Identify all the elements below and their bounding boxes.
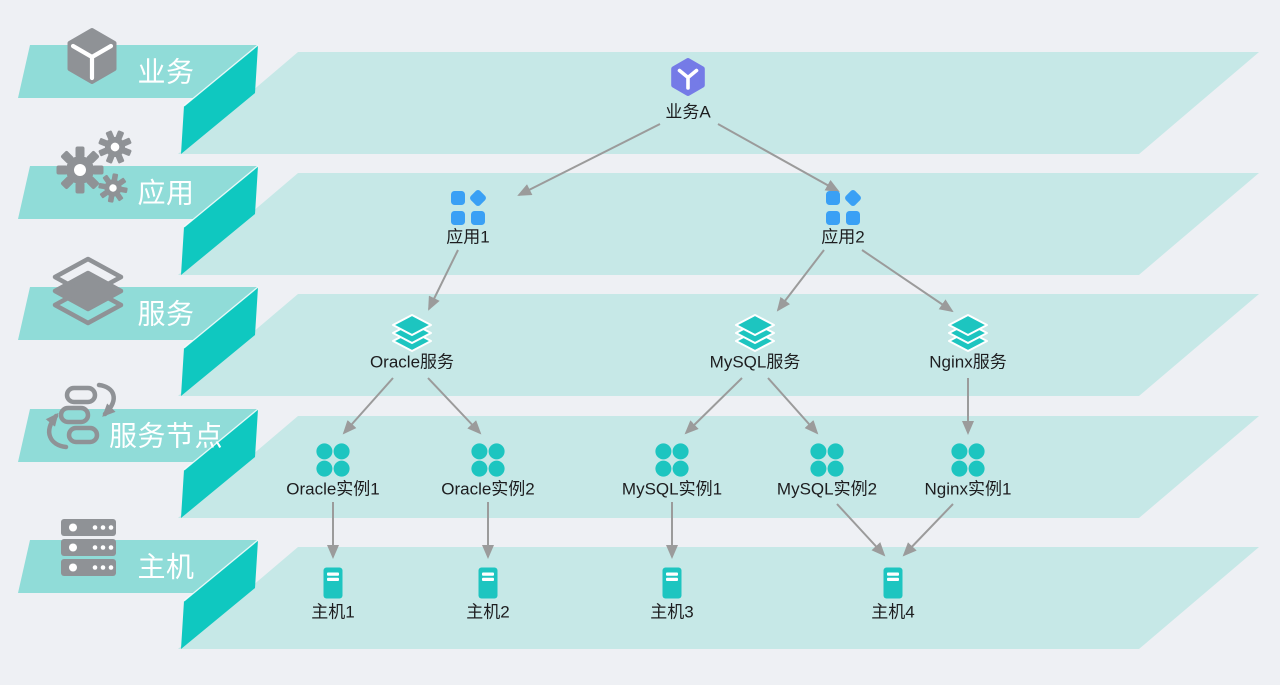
layer-business: 业务 [18,28,1259,154]
workflow-icon [45,382,116,450]
edges [327,123,974,559]
edge-mysqlinst2-host4 [836,503,886,557]
layer-label: 服务节点 [109,421,223,452]
node-label: MySQL服务 [710,353,801,372]
hexagon-cube-icon [674,61,703,94]
layer-label: 服务 [137,299,194,330]
node-host3[interactable]: 主机3 [650,567,694,622]
host-icon [883,567,903,599]
node-app1[interactable]: 应用1 [446,188,490,247]
edge-app2-mysql [776,249,825,312]
edge-app1-oracle [428,249,459,311]
host-icon [323,567,343,599]
layer-service: 服务 [18,256,1259,396]
layer-band [178,416,1259,518]
fold-highlight [183,539,259,602]
node-mysql-instance2[interactable]: MySQL实例2 [777,443,877,499]
node-oracle-instance2[interactable]: Oracle实例2 [441,443,535,499]
layer-label: 应用 [137,178,194,209]
node-label: Oracle实例1 [286,480,380,499]
node-mysql-instance1[interactable]: MySQL实例1 [622,443,722,499]
edge-app2-nginx [861,249,954,313]
node-host4[interactable]: 主机4 [871,567,915,622]
node-label: 主机3 [650,603,693,622]
node-app2[interactable]: 应用2 [821,188,865,247]
edge-oracle-inst2 [427,377,482,435]
node-label: MySQL实例2 [777,480,877,499]
layer-tab-fold [181,166,258,275]
node-nginx-service[interactable]: Nginx服务 [929,314,1007,372]
layer-tab-fold [181,287,258,396]
layer-service-node: 服务节点 [18,382,1259,518]
edge-businessA-app1 [517,123,661,196]
node-label: 应用1 [446,228,489,247]
fold-highlight [183,286,259,349]
server-icon [61,519,116,576]
layer-band [178,52,1259,154]
layer-label: 主机 [137,552,194,583]
node-oracle-service[interactable]: Oracle服务 [370,314,454,372]
cube-icon [67,28,117,84]
nodes: 业务A 应用1 应用2 Oracle服务 MySQL服务 Nginx服务 Ora… [286,61,1011,622]
node-label: 应用2 [821,228,864,247]
node-label: Oracle服务 [370,353,454,372]
layer-application: 应用 [18,124,1259,275]
layer-band [178,173,1259,275]
node-business-a[interactable]: 业务A [665,61,711,122]
node-label: 主机1 [311,603,354,622]
node-host2[interactable]: 主机2 [466,567,510,622]
node-label: 主机4 [871,603,914,622]
edge-mysql-inst2 [767,377,819,435]
layer-tab-fold [181,45,258,154]
layer-band [178,547,1259,649]
layer-tab-fold [181,409,258,518]
node-label: Oracle实例2 [441,480,535,499]
fold-highlight [183,408,259,471]
layer-tab-fold [181,540,258,649]
edge-mysql-inst1 [684,377,743,435]
node-oracle-instance1[interactable]: Oracle实例1 [286,443,380,499]
node-mysql-service[interactable]: MySQL服务 [710,314,801,372]
fold-highlight [183,44,259,107]
host-icon [662,567,682,599]
layer-host: 主机 [18,519,1259,649]
node-host1[interactable]: 主机1 [311,567,355,622]
host-icon [478,567,498,599]
layer-band [178,294,1259,396]
edge-oracle-inst1 [342,377,394,435]
fold-highlight [183,165,259,228]
node-label: 主机2 [466,603,509,622]
node-label: 业务A [665,103,711,122]
layers-icon [52,256,124,326]
node-nginx-instance1[interactable]: Nginx实例1 [925,443,1012,499]
node-label: MySQL实例1 [622,480,722,499]
node-label: Nginx实例1 [925,480,1012,499]
edge-nginxinst1-host4 [902,503,954,557]
edge-businessA-app2 [717,123,840,192]
layer-label: 业务 [137,57,194,88]
node-label: Nginx服务 [929,353,1006,372]
